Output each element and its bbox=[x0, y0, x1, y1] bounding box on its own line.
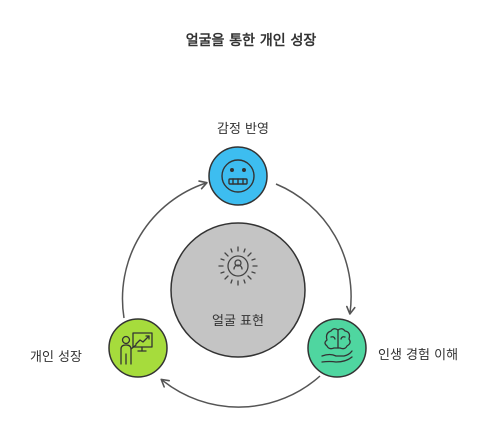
center-label: 얼굴 표현 bbox=[212, 314, 264, 329]
arrow-left-to-top bbox=[121, 180, 208, 319]
arrow-right-to-left bbox=[160, 375, 321, 408]
person-radiant-icon bbox=[218, 246, 258, 286]
node-emotion-reflection bbox=[208, 146, 268, 206]
node-label-life-experience: 인생 경험 이해 bbox=[378, 348, 459, 363]
node-life-experience bbox=[307, 318, 367, 378]
brain-in-hand-icon bbox=[321, 328, 353, 363]
neutral-face-icon bbox=[221, 159, 255, 193]
node-label-personal-growth: 개인 성장 bbox=[30, 350, 82, 365]
arrow-top-to-right bbox=[275, 183, 356, 315]
presenter-chart-icon bbox=[120, 332, 153, 365]
center-node bbox=[170, 222, 306, 358]
diagram-title: 얼굴을 통한 개인 성장 bbox=[185, 33, 317, 49]
node-personal-growth bbox=[108, 318, 168, 378]
node-label-emotion-reflection: 감정 반영 bbox=[217, 122, 269, 137]
